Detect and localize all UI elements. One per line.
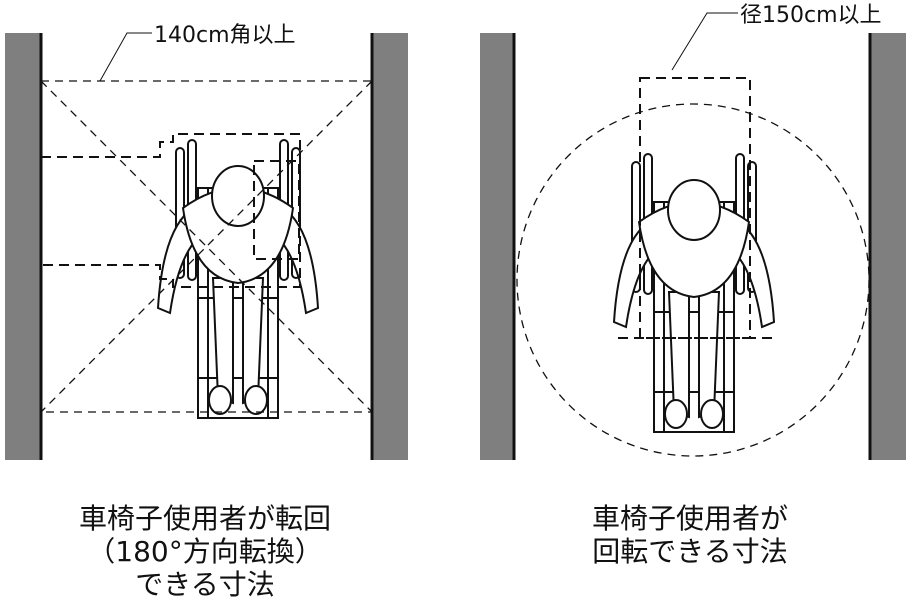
dimension-label: 140cm角以上 xyxy=(154,23,296,48)
right-wall-b xyxy=(871,33,906,460)
dimension-label: 径150cm以上 xyxy=(740,3,882,28)
chair-rotated-dashed xyxy=(253,160,300,260)
wheelchair-user-figure xyxy=(157,139,319,419)
caption-line: できる寸法 xyxy=(135,568,275,601)
caption-line: 回転できる寸法 xyxy=(592,535,788,568)
caption-line: （180°方向転換） xyxy=(87,535,323,568)
left-wall-a xyxy=(5,33,40,460)
caption-line: 車椅子使用者が転回 xyxy=(78,502,331,535)
chair-outline-dashed xyxy=(639,77,751,339)
left-wall-b xyxy=(373,33,408,460)
leader-line xyxy=(99,32,152,82)
left-panel: 140cm角以上 xyxy=(5,23,408,460)
chair-outline-dashed xyxy=(41,133,301,288)
left-caption: 車椅子使用者が転回 （180°方向転換） できる寸法 xyxy=(40,502,370,601)
right-wall-a xyxy=(480,33,513,460)
leader-line xyxy=(671,12,738,71)
caption-line: 車椅子使用者が xyxy=(591,502,788,535)
turn-square xyxy=(40,80,373,413)
right-panel: 径150cm以上 xyxy=(480,3,906,460)
right-caption: 車椅子使用者が 回転できる寸法 xyxy=(530,502,850,568)
turn-circle xyxy=(516,103,870,457)
